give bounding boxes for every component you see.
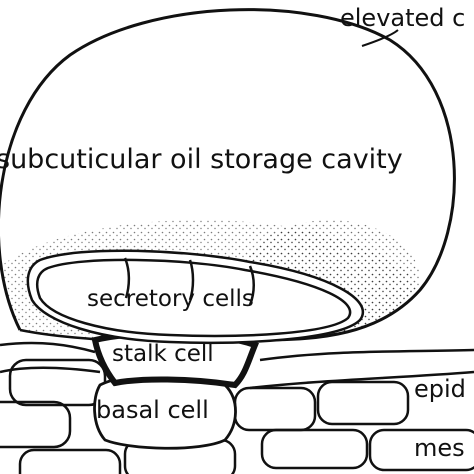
label-secretory-cells: secretory cells <box>87 286 254 312</box>
label-oil-storage-cavity: subcuticular oil storage cavity <box>0 144 403 175</box>
label-elevated-cuticle: elevated c <box>340 4 466 32</box>
elevated-pointer-line <box>361 29 399 47</box>
label-basal-cell: basal cell <box>96 396 209 424</box>
cuticle-base-line <box>19 328 101 342</box>
label-epidermis: epid <box>414 375 466 403</box>
secretory-cells <box>26 249 365 345</box>
elevated-cuticle-outline <box>0 8 456 342</box>
label-mesophyll: mes <box>414 434 465 462</box>
label-stalk-cell: stalk cell <box>112 341 214 367</box>
